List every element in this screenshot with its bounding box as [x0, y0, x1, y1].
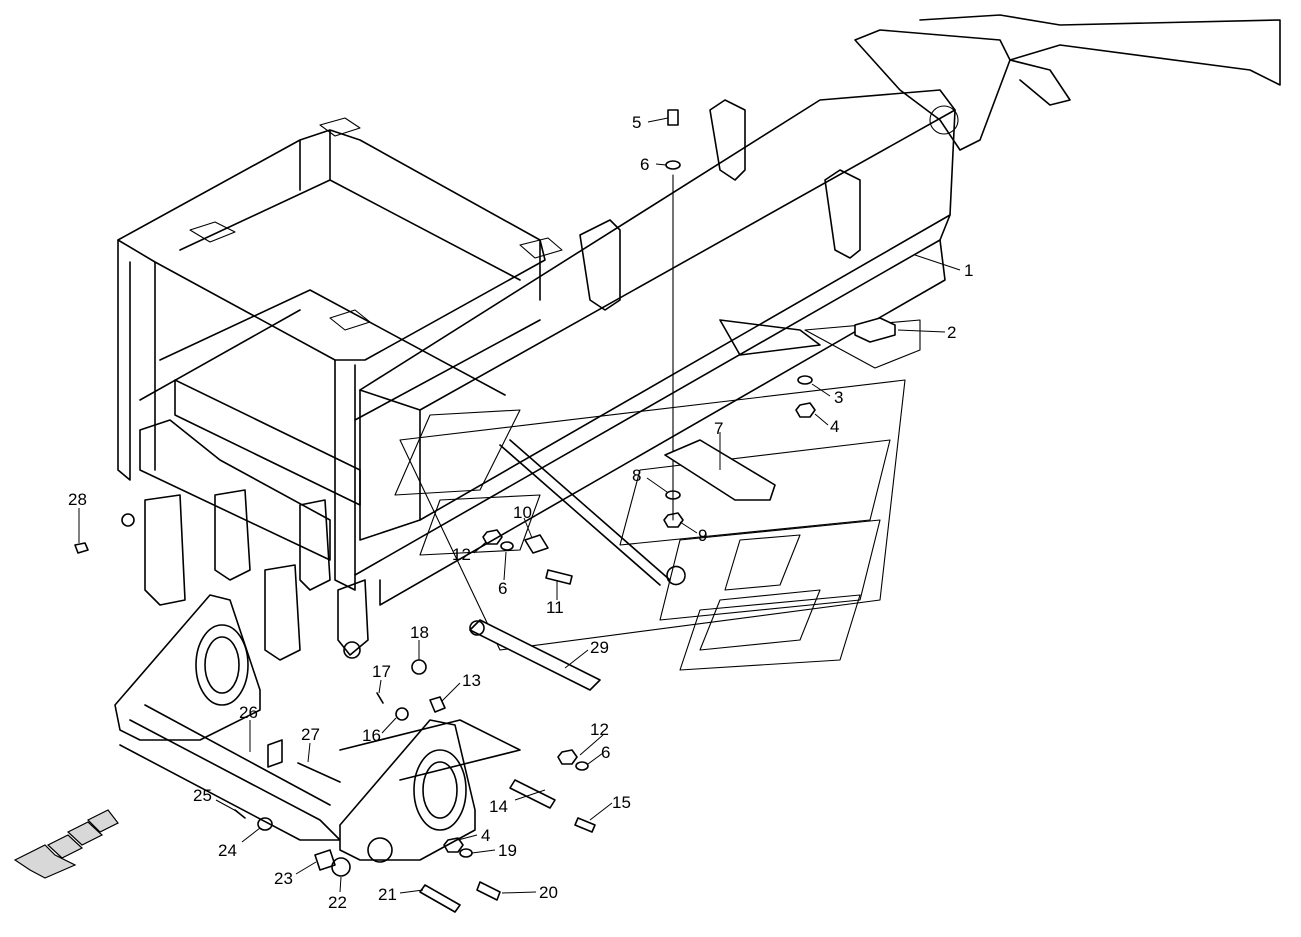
callout-12b: 12: [590, 720, 609, 739]
callout-7: 7: [714, 419, 723, 438]
callout-24: 24: [218, 841, 237, 860]
callout-11: 11: [546, 598, 564, 617]
callout-6b: 6: [498, 579, 507, 598]
callout-26: 26: [239, 703, 258, 722]
callout-15: 15: [612, 793, 631, 812]
callout-22: 22: [328, 893, 347, 912]
callout-21: 21: [378, 885, 397, 904]
leader-lines: [78, 117, 961, 894]
callout-23: 23: [274, 869, 293, 888]
callout-5: 5: [632, 113, 641, 132]
callout-9: 9: [698, 526, 707, 545]
callout-18: 18: [410, 623, 429, 642]
callout-4b: 4: [481, 826, 490, 845]
callout-14: 14: [489, 797, 508, 816]
callout-12a: 12: [452, 545, 471, 564]
callout-27: 27: [301, 725, 320, 744]
callout-4a: 4: [830, 417, 839, 436]
callout-28: 28: [68, 490, 87, 509]
callout-10: 10: [513, 503, 532, 522]
callout-3: 3: [834, 388, 843, 407]
callout-25: 25: [193, 786, 212, 805]
callout-16: 16: [362, 726, 381, 745]
callout-17: 17: [372, 662, 391, 681]
arrow-down-left-icon: [13, 809, 119, 879]
callout-6a: 6: [640, 155, 649, 174]
callout-2: 2: [947, 323, 956, 342]
main-frame: [117, 14, 1281, 661]
callout-6c: 6: [601, 743, 610, 762]
right-pivot-housing: [339, 719, 521, 863]
left-pivot-housing: [114, 594, 341, 841]
callout-8: 8: [632, 466, 641, 485]
callout-1: 1: [964, 261, 973, 280]
callout-20: 20: [539, 883, 558, 902]
callout-19: 19: [498, 841, 517, 860]
cylinder-strut: [469, 619, 601, 691]
direction-ghost-shapes: [394, 379, 906, 671]
callout-29: 29: [590, 638, 609, 657]
callout-labels: 1 2 3 4 5 6 7 8 9 10 11 12 6 13 14 15 16…: [68, 113, 973, 912]
callout-13: 13: [462, 671, 481, 690]
